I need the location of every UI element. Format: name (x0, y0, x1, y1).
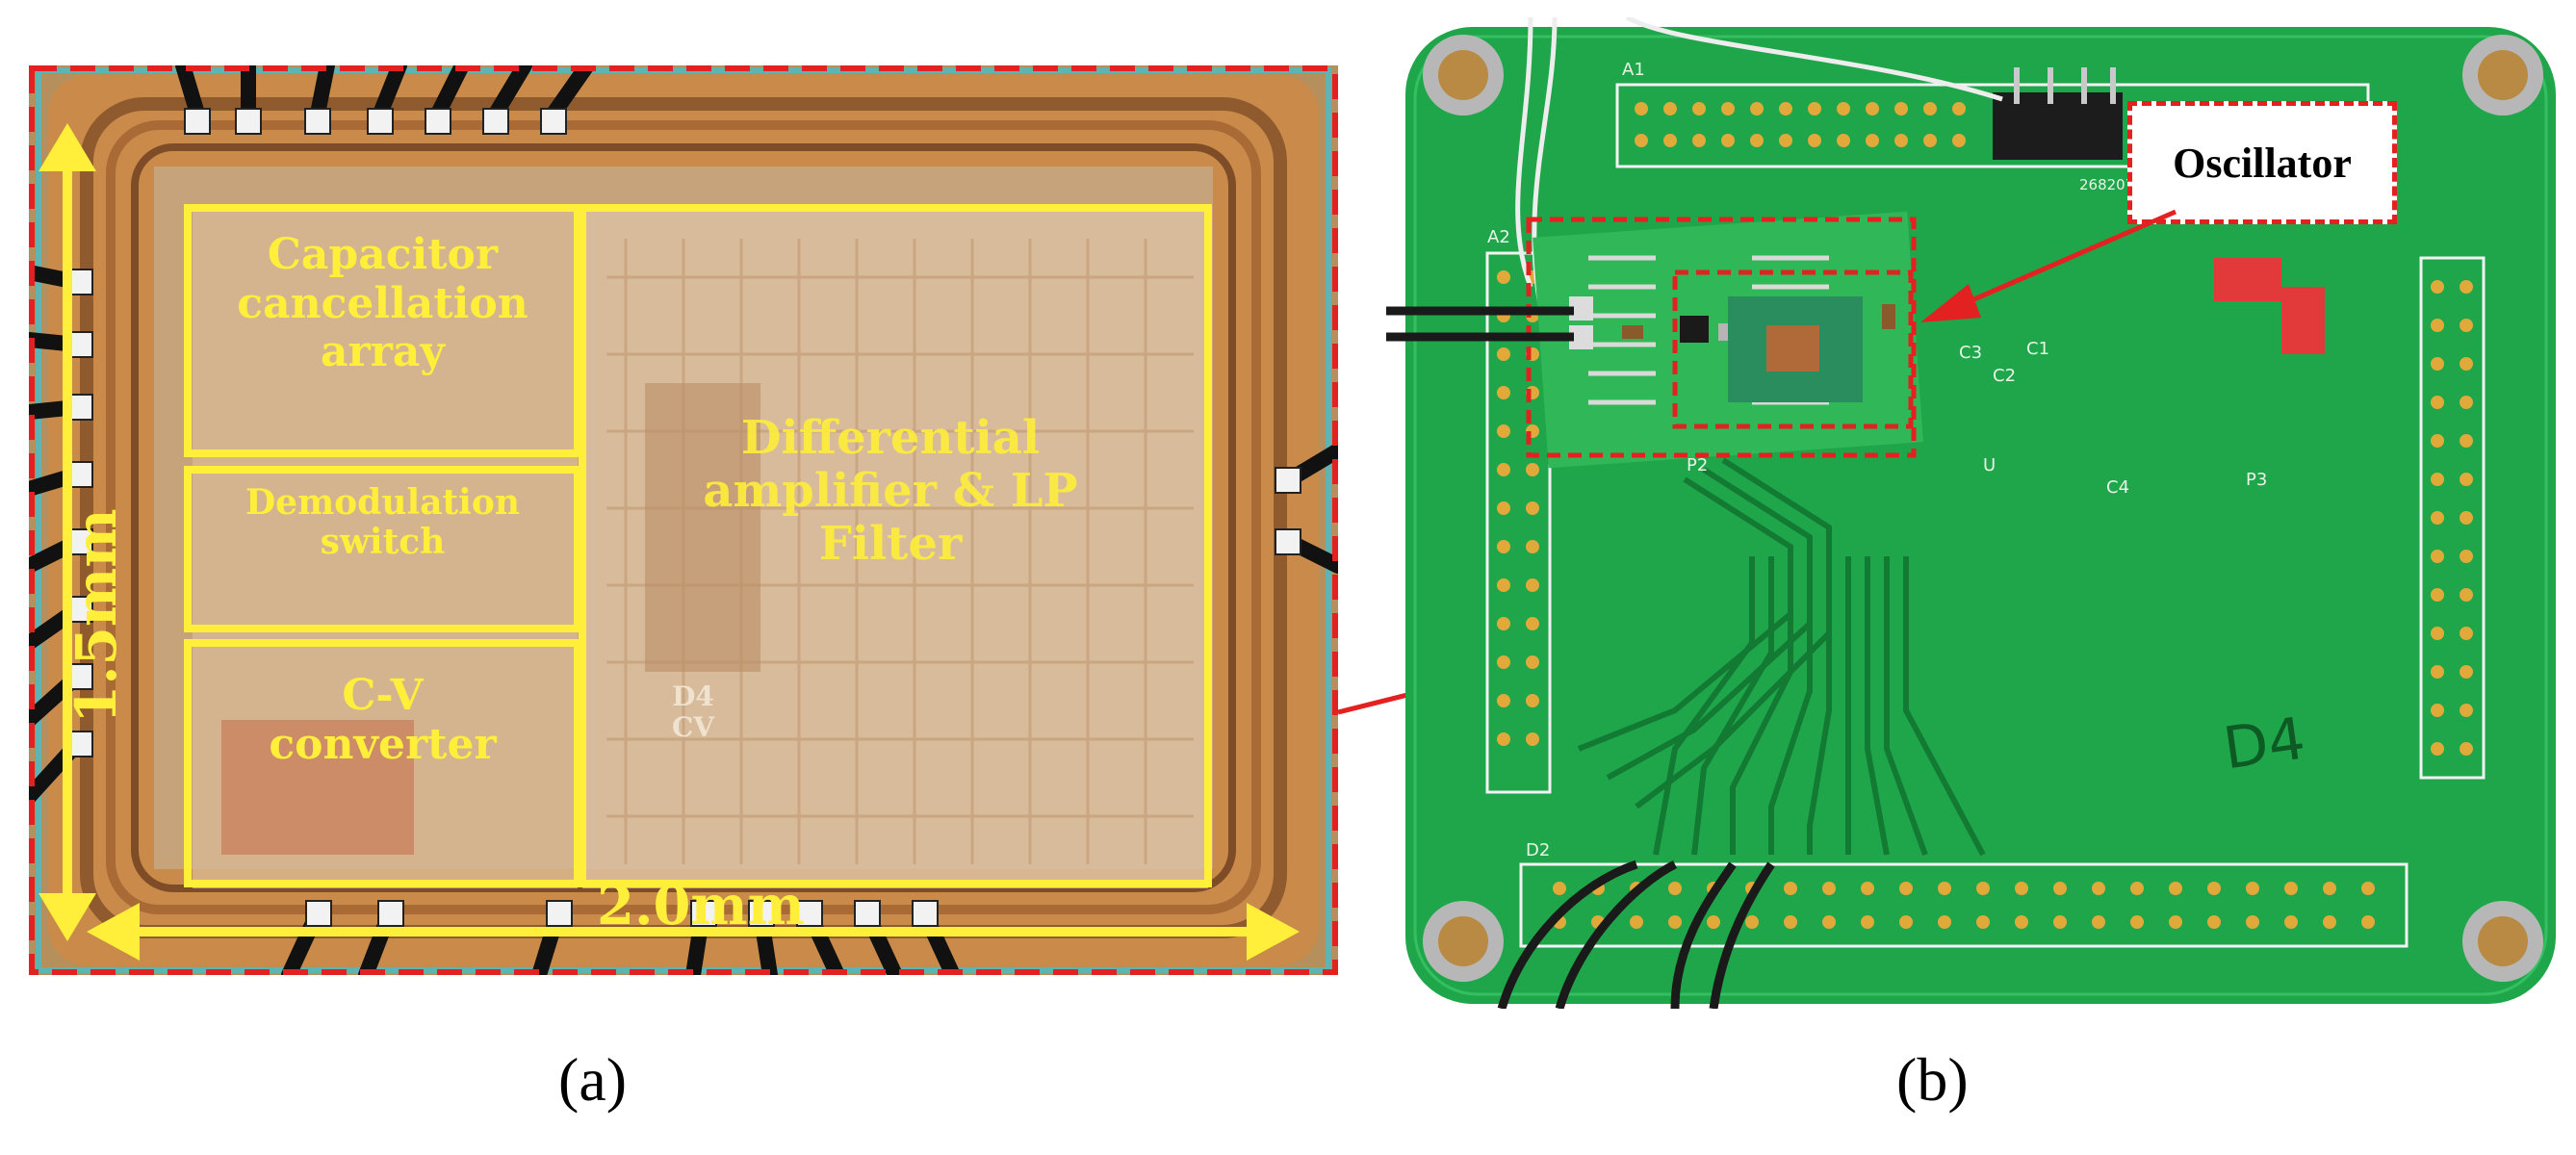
die-mark-label: D4CV (671, 680, 714, 744)
width-dimension-label: 2.0mm (597, 874, 805, 937)
caption-b: (b) (1896, 1045, 1969, 1114)
differential-amplifier-label: Differential amplifier & LP Filter (703, 411, 1078, 572)
pcb-photo-panel: A1 A2 D2 2682070-Y31-180619 P2 P3 C1 C2 … (1386, 14, 2570, 1011)
caption-a: (a) (558, 1045, 628, 1114)
silk-u: U (1983, 455, 1996, 475)
silk-a2: A2 (1487, 227, 1510, 247)
silk-a1: A1 (1622, 60, 1645, 80)
capacitor-cancellation-array-label: Capacitor cancellation array (237, 230, 528, 377)
chip-micrograph-panel: Capacitor cancellation array Demodulatio… (21, 58, 1346, 983)
silk-p3: P3 (2246, 470, 2268, 490)
chip-micrograph (21, 58, 1346, 983)
cv-converter-label: C-V converter (269, 671, 497, 769)
silk-c2: C2 (1993, 366, 2017, 386)
oscillator-arrow (1920, 209, 2177, 322)
oscillator-callout: Oscillator (2127, 101, 2397, 224)
silk-c4: C4 (2106, 477, 2130, 498)
silk-p2: P2 (1687, 455, 1709, 475)
hand-mark-d4: D4 (2219, 705, 2309, 783)
silk-c3: C3 (1959, 343, 1983, 363)
demodulation-switch-label: Demodulation switch (245, 482, 521, 563)
height-dimension-label: 1.5mm (64, 508, 129, 724)
pcb-board (1386, 14, 2556, 1011)
silk-c1: C1 (2026, 339, 2050, 359)
silk-d2: D2 (1526, 840, 1551, 860)
